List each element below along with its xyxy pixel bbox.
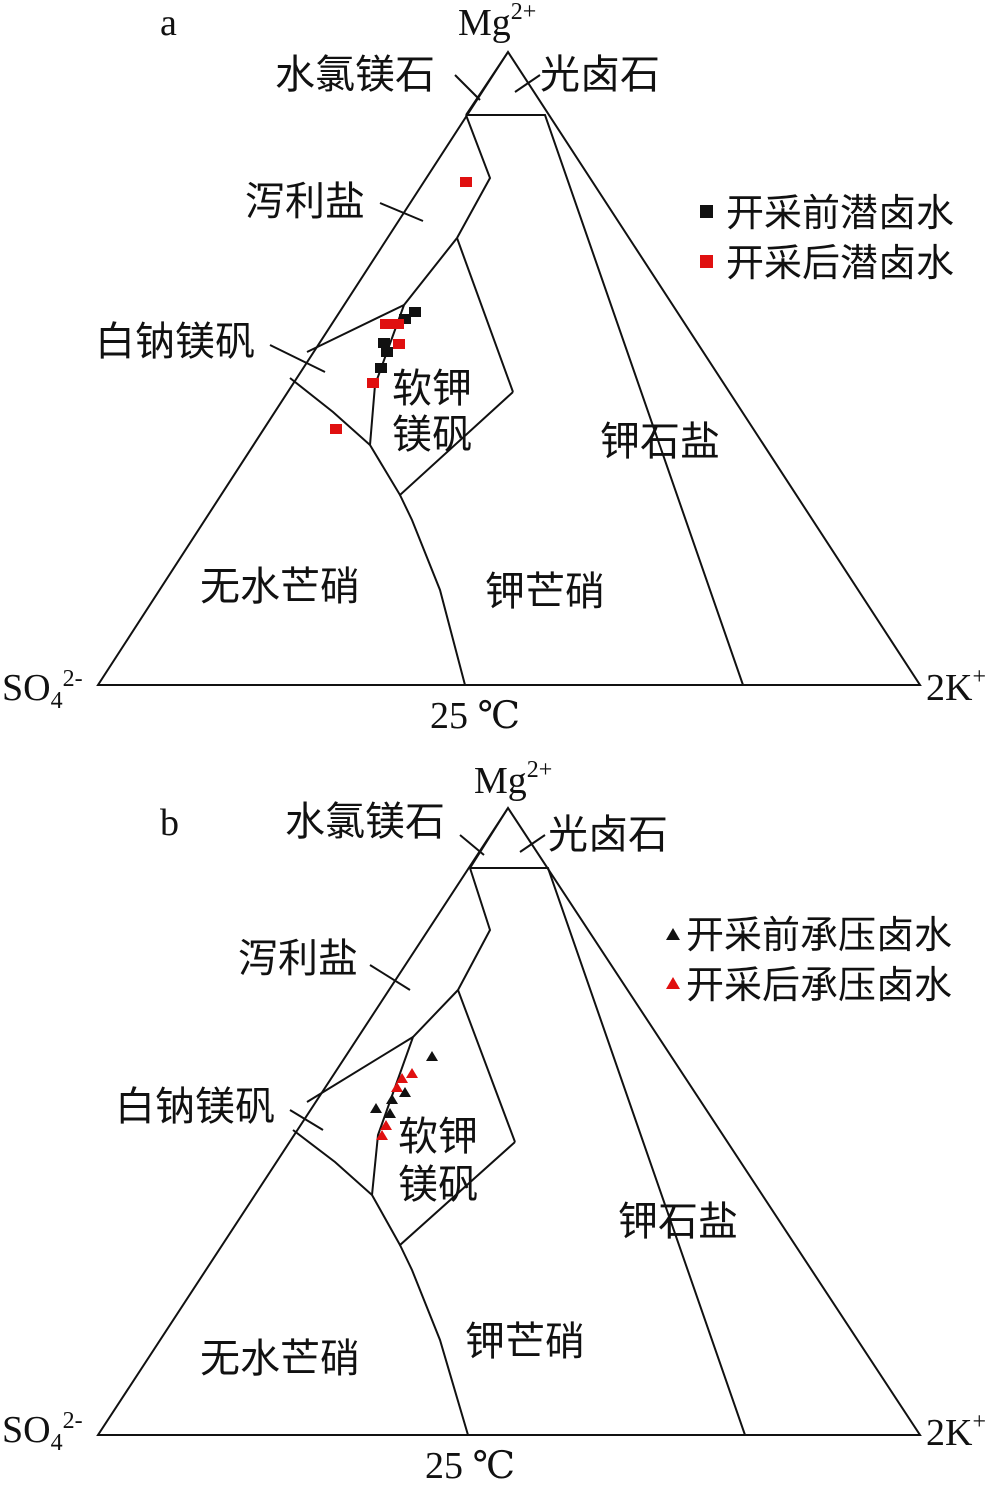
panel-a-leader-lines — [269, 74, 541, 373]
panel-b-boundary-bloedite-glaserite — [292, 1129, 516, 1247]
panel-b-point-before — [384, 1108, 396, 1118]
panel-b-field-sylvite: 钾石盐 — [618, 1199, 738, 1244]
panel-b-legend-label-after: 开采后承压卤水 — [686, 965, 952, 1007]
panel-a-sample-points — [330, 177, 472, 434]
panel-a-triangle-outline — [96, 50, 922, 686]
panel-b-point-before — [426, 1051, 438, 1061]
panel-b-legend-marker-after — [666, 977, 680, 989]
panel-b-point-after — [380, 1120, 392, 1130]
panel-a-field-carnallite: 光卤石 — [540, 52, 660, 97]
panel-b-boundary-epsomite — [457, 867, 492, 991]
panel-b-temperature: 25 ℃ — [425, 1445, 515, 1487]
panel-b-point-after — [391, 1082, 403, 1092]
panel-a-label: a — [160, 2, 177, 44]
panel-a-boundary-bischofite-carnallite — [465, 51, 509, 116]
panel-a-leader-carnallite — [514, 74, 541, 93]
panel-a-field-sylvite: 钾石盐 — [600, 419, 720, 464]
panel-b-leader-carnallite — [519, 834, 546, 853]
panel-b-field-bloedite: 白钠镁矾 — [115, 1084, 275, 1129]
panel-b-point-before — [399, 1087, 411, 1097]
panel-b-legend-label-before: 开采前承压卤水 — [686, 915, 952, 957]
panel-a-boundary-epsomite — [456, 114, 492, 239]
panel-b-point-after — [396, 1073, 408, 1083]
panel-b-boundary-bischofite-carnallite — [469, 807, 509, 869]
panel-a-legend: 开采前潜卤水 开采后潜卤水 — [700, 193, 954, 285]
panel-a-point-after — [393, 339, 405, 349]
panel-b-field-glaserite: 钾芒硝 — [465, 1319, 585, 1364]
panel-a-legend-label-before: 开采前潜卤水 — [726, 193, 954, 235]
panel-b-legend-marker-before — [666, 928, 680, 940]
panel-b-leader-lines — [289, 834, 546, 1131]
panel-a-point-after — [392, 319, 404, 329]
panel-a-boundary-bloedite-glaserite — [289, 377, 514, 497]
panel-b-point-before — [370, 1103, 382, 1113]
panel-b-boundary-epsomite-bloedite — [306, 1036, 414, 1103]
panel-a-point-after — [330, 424, 342, 434]
panel-a-field-picromerite-line2: 镁矾 — [392, 412, 472, 457]
panel-a-legend-marker-before — [700, 205, 713, 218]
panel-a-field-bloedite: 白钠镁矾 — [95, 319, 255, 364]
panel-b-field-carnallite: 光卤石 — [548, 812, 668, 857]
panel-a-boundary-carnallite-sylvite — [466, 114, 744, 686]
panel-a-temperature: 25 ℃ — [430, 695, 520, 737]
panel-b-point-before — [386, 1094, 398, 1104]
panel-b-boundary-picromerite-sylvite — [457, 989, 516, 1143]
panel-b-field-picromerite-line2: 镁矾 — [398, 1162, 478, 1207]
panel-b-ternary-diagram: b Mg2+ SO42- 2K+ 25 ℃ 水氯镁石 光卤石 泻利盐 白钠镁矾 … — [2, 757, 986, 1487]
panel-b-field-epsomite: 泻利盐 — [238, 936, 358, 981]
panel-b-boundary-thenardite-glaserite — [399, 1244, 469, 1436]
panel-b-leader-epsomite — [369, 964, 411, 991]
panel-b-leader-bloedite — [289, 1109, 324, 1131]
panel-b-field-thenardite: 无水芒硝 — [200, 1336, 360, 1381]
panel-b-leader-bischofite — [459, 834, 485, 856]
panel-a-boundary-thenardite-glaserite — [399, 494, 466, 686]
panel-b-boundary-carnallite-sylvite — [470, 867, 746, 1436]
panel-a-point-before — [375, 363, 387, 373]
panel-a-point-after — [460, 177, 472, 187]
panel-a-legend-label-after: 开采后潜卤水 — [726, 243, 954, 285]
panel-b-field-picromerite-line1: 软钾 — [398, 1114, 478, 1159]
panel-a-point-before — [378, 338, 390, 348]
panel-a-point-before — [381, 347, 393, 357]
panel-a-field-bischofite: 水氯镁石 — [275, 52, 435, 97]
panel-b-point-after — [406, 1068, 418, 1078]
panel-a-vertex-so4: SO42- — [2, 666, 83, 714]
panel-a-leader-epsomite — [379, 202, 424, 222]
panel-b-vertex-mg: Mg2+ — [474, 757, 552, 802]
panel-b-label: b — [160, 802, 179, 844]
panel-a-boundary-picromerite-sylvite — [456, 237, 514, 393]
panel-a-field-picromerite-line1: 软钾 — [392, 366, 472, 411]
panel-a-ternary-diagram: a Mg2+ SO42- 2K+ 25 ℃ 水氯镁石 光卤石 泻利 — [2, 0, 986, 737]
panel-a-field-glaserite: 钾芒硝 — [485, 569, 605, 614]
panel-a-legend-marker-after — [700, 255, 713, 268]
panel-b-triangle-outline — [96, 806, 922, 1436]
panel-a-vertex-mg: Mg2+ — [458, 0, 536, 44]
panel-a-point-before — [399, 314, 411, 324]
panel-b-phase-boundaries — [292, 807, 746, 1436]
panel-b-vertex-2k: 2K+ — [926, 1409, 986, 1454]
panel-a-point-after — [367, 378, 379, 388]
panel-a-vertex-2k: 2K+ — [926, 664, 986, 709]
panel-a-point-before — [409, 307, 421, 317]
panel-b-sample-points — [370, 1051, 438, 1140]
panel-a-field-thenardite: 无水芒硝 — [200, 564, 360, 609]
panel-b-vertex-so4: SO42- — [2, 1408, 83, 1456]
panel-b-point-after — [376, 1130, 388, 1140]
panel-a-leader-bloedite — [269, 344, 326, 373]
panel-b-legend: 开采前承压卤水 开采后承压卤水 — [666, 915, 952, 1007]
panel-a-field-epsomite: 泻利盐 — [245, 179, 365, 224]
panel-a-leader-bischofite — [454, 74, 481, 101]
panel-b-field-bischofite: 水氯镁石 — [285, 799, 445, 844]
panel-a-boundary-epsomite-bloedite — [306, 304, 405, 353]
panel-a-point-after — [380, 319, 392, 329]
